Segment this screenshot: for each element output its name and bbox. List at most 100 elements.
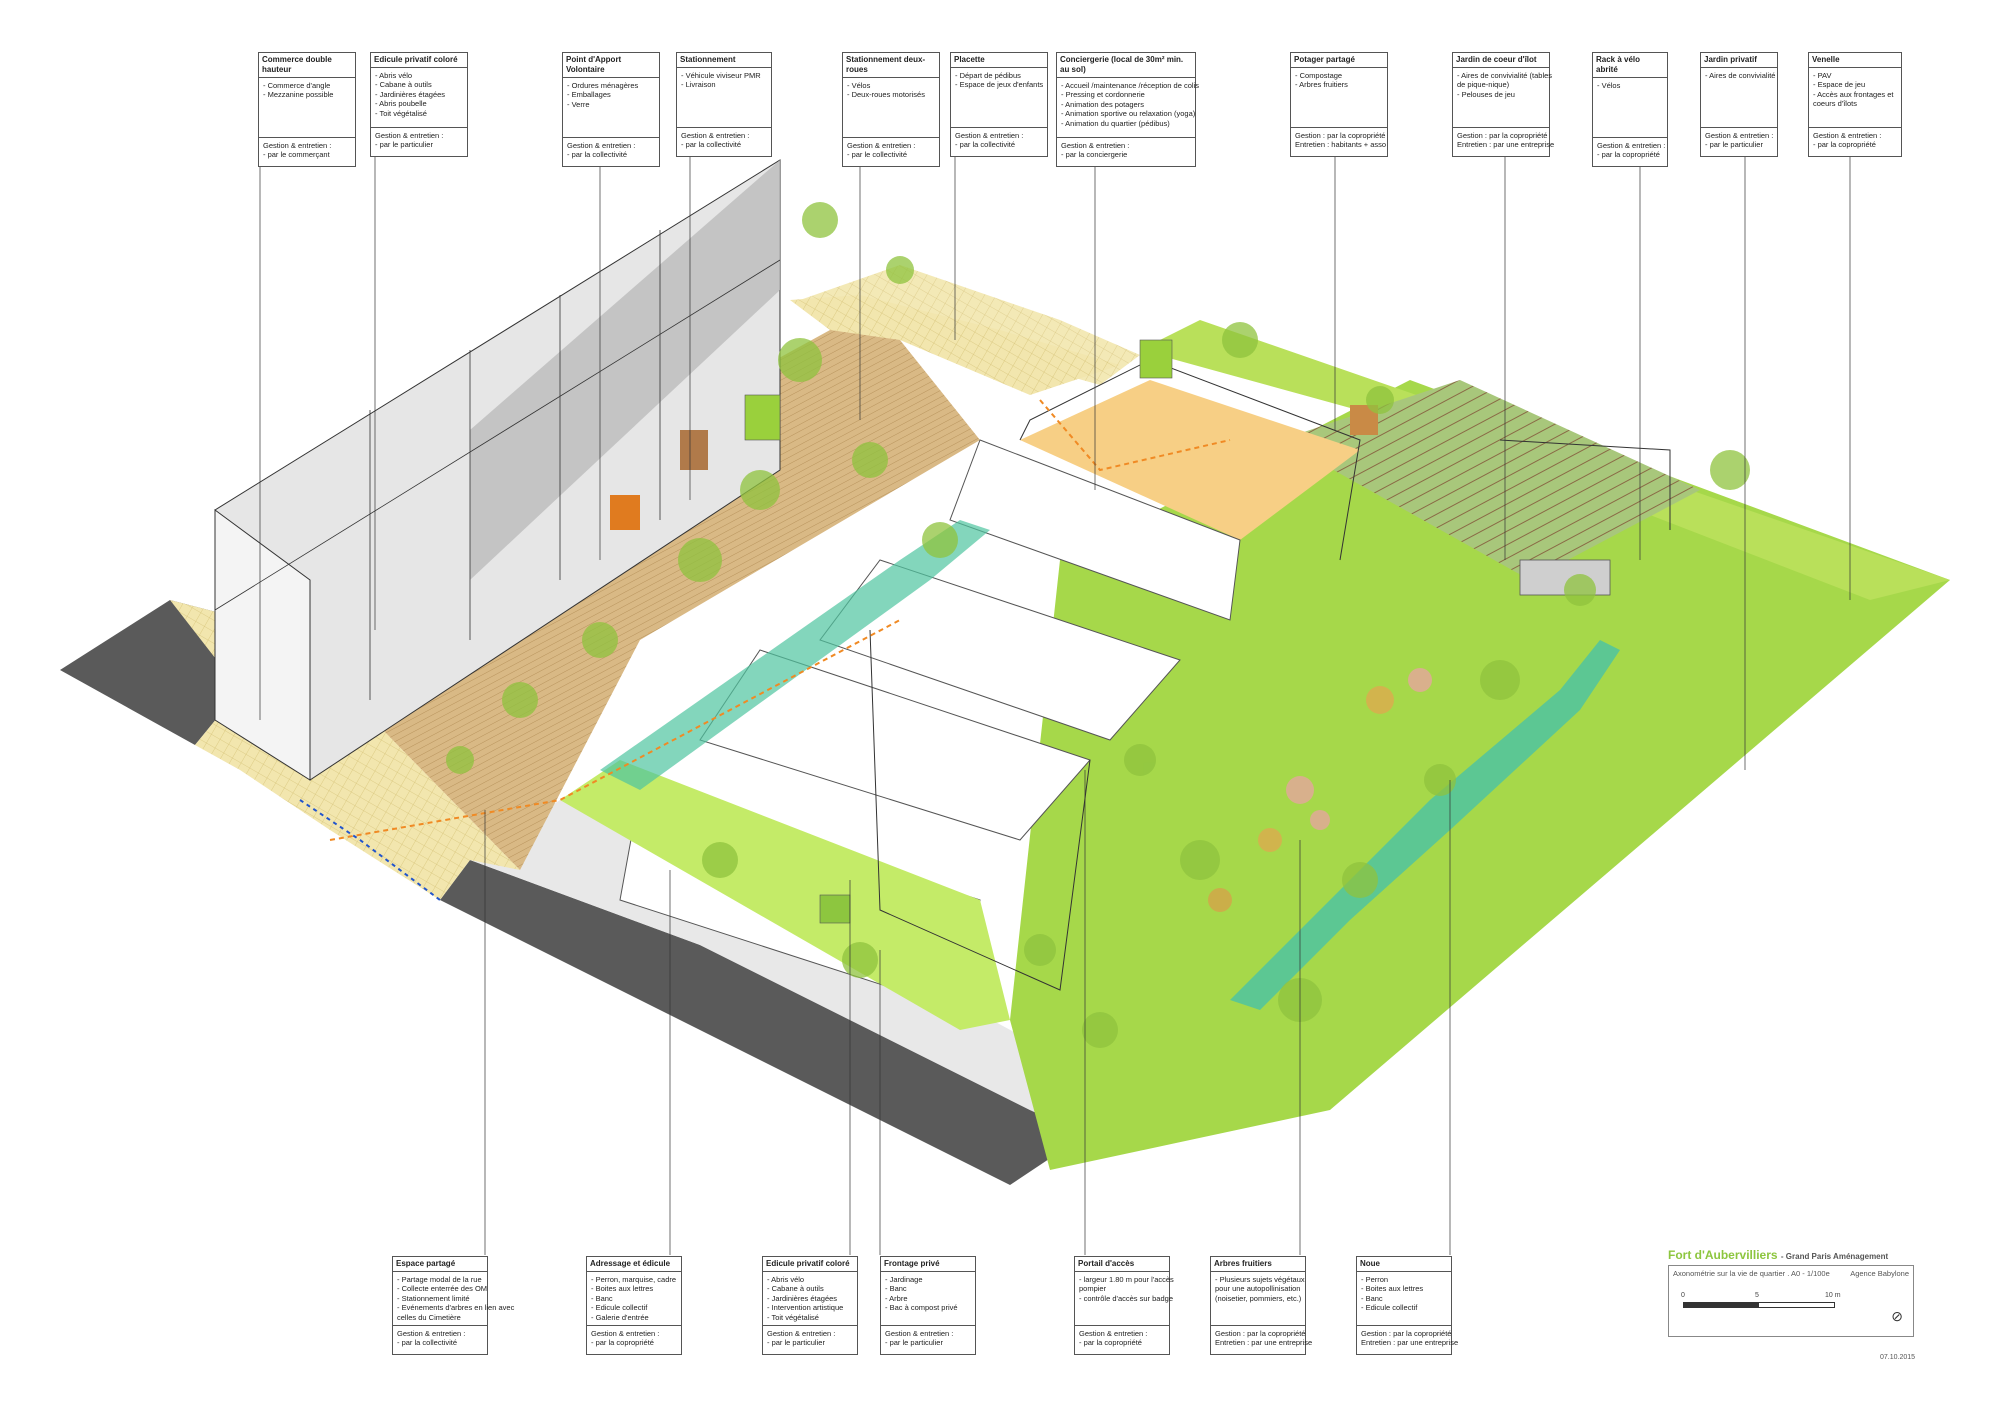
- card-item: - Abris vélo: [767, 1275, 805, 1284]
- card-pav: Point d'Apport Volontaire - Ordures ména…: [562, 52, 660, 167]
- card-item: - Accès aux frontages et: [1813, 89, 1894, 99]
- trees: [446, 202, 1750, 1048]
- card-gestion: - par le collectivité: [847, 150, 908, 160]
- card-item: - Jardinage: [885, 1275, 923, 1284]
- card-item: - Jardinières étagées: [375, 89, 446, 99]
- card-item: - Evénements d'arbres en lien avec: [397, 1303, 515, 1313]
- card-gestion: Gestion & entretien :: [1705, 131, 1774, 140]
- card-gestion: Gestion & entretien :: [591, 1329, 660, 1338]
- card-gestion: - par la collectivité: [397, 1338, 458, 1348]
- card-item: - Toit végétalisé: [375, 108, 427, 118]
- card-item: - Vélos: [1597, 81, 1621, 90]
- card-stationnement-deux-roues: Stationnement deux-roues - Vélos- Deux-r…: [842, 52, 940, 167]
- card-item: - Aires de convivialité: [1705, 71, 1776, 80]
- card-gestion: Gestion & entretien :: [1813, 131, 1882, 140]
- volume-outline-2: [1499, 439, 1671, 530]
- card-item: - Partage modal de la rue: [397, 1275, 482, 1284]
- card-gestion: Gestion & entretien :: [955, 131, 1024, 140]
- card-title: Point d'Apport Volontaire: [563, 53, 659, 78]
- card-item: - Verre: [567, 99, 590, 109]
- card-gestion: - par la copropriété: [1813, 140, 1876, 150]
- card-item: - Edicule collectif: [1361, 1303, 1418, 1313]
- building-floor-line: [214, 259, 781, 611]
- card-rack-velo: Rack à vélo abrité - Vélos Gestion & ent…: [1592, 52, 1668, 167]
- card-item: - Banc: [1361, 1293, 1383, 1303]
- card-stationnement: Stationnement - Véhicule viviseur PMR- L…: [676, 52, 772, 157]
- card-gestion: Gestion & entretien :: [397, 1329, 466, 1338]
- promenade: [285, 310, 980, 870]
- legend-caption: Axonométrie sur la vie de quartier . A0 …: [1673, 1269, 1830, 1278]
- scale-bar: [1683, 1302, 1835, 1308]
- card-item: - Arbres fruitiers: [1295, 80, 1348, 90]
- scale-tick: 10 m: [1825, 1292, 1841, 1299]
- card-gestion: Gestion & entretien :: [681, 131, 750, 140]
- frontage-lawn: [560, 760, 1010, 1030]
- card-gestion: Entretien : par une entreprise: [1361, 1338, 1459, 1348]
- card-item: - Pelouses de jeu: [1457, 89, 1515, 99]
- card-item: - Commerce d'angle: [263, 81, 331, 90]
- card-item: - Emballages: [567, 90, 611, 100]
- card-item: - Boites aux lettres: [591, 1284, 654, 1294]
- card-title: Jardin privatif: [1701, 53, 1777, 68]
- card-gestion: Entretien : par une entreprise: [1215, 1338, 1313, 1348]
- card-title: Edicule privatif coloré: [371, 53, 467, 68]
- road-bottom: [440, 860, 1085, 1185]
- card-gestion: Gestion & entretien :: [767, 1329, 836, 1338]
- card-portail: Portail d'accès - largeur 1.80 m pour l'…: [1074, 1256, 1174, 1355]
- card-gestion: - par le particulier: [885, 1338, 943, 1348]
- card-item: - Perron, marquise, cadre: [591, 1275, 677, 1284]
- edicule-green-roof-1: [744, 394, 781, 441]
- card-gestion: Gestion & entretien :: [1079, 1329, 1148, 1338]
- card-gestion: Gestion : par la copropriété: [1295, 131, 1386, 140]
- card-title: Stationnement deux-roues: [843, 53, 939, 78]
- card-gestion: - par la copropriété: [1079, 1338, 1142, 1348]
- card-item: - Intervention artistique: [767, 1303, 844, 1313]
- card-gestion: - par la collectivité: [681, 140, 742, 150]
- card-jardin-privatif: Jardin privatif - Aires de convivialité …: [1700, 52, 1778, 157]
- card-item: - Collecte enterrée des OM: [397, 1284, 488, 1294]
- card-item: - Animation sportive ou relaxation (yoga…: [1061, 109, 1196, 119]
- card-gestion: - par la collectivité: [955, 140, 1016, 150]
- legend-box: Axonométrie sur la vie de quartier . A0 …: [1668, 1265, 1914, 1337]
- leader-lines-top: [259, 145, 1851, 770]
- path-blue: [299, 799, 441, 901]
- card-item: - Espace de jeu: [1813, 80, 1866, 90]
- card-adressage: Adressage et édicule - Perron, marquise,…: [586, 1256, 682, 1355]
- card-item: - Compostage: [1295, 71, 1343, 80]
- card-edicule-bottom: Edicule privatif coloré - Abris vélo- Ca…: [762, 1256, 858, 1355]
- card-edicule-top: Edicule privatif coloré - Abris vélo- Ca…: [370, 52, 468, 157]
- card-gestion: Gestion : par la copropriété: [1457, 131, 1548, 140]
- card-gestion: Gestion & entretien :: [567, 141, 636, 150]
- card-gestion: - par la copropriété: [1597, 150, 1660, 160]
- card-gestion: - par le commerçant: [263, 150, 330, 160]
- card-item: - Aires de convivialité (tables: [1457, 71, 1553, 80]
- card-espace-partage: Espace partagé - Partage modal de la rue…: [392, 1256, 515, 1355]
- card-item: - Banc: [591, 1293, 613, 1303]
- card-placette: Placette - Départ de pédibus- Espace de …: [950, 52, 1048, 157]
- date-stamp: 07.10.2015: [1880, 1354, 1916, 1361]
- leader-lines-bottom: [484, 770, 1451, 1255]
- edicule-green-roof-2: [1139, 339, 1173, 379]
- card-item: pompier: [1079, 1284, 1107, 1294]
- noue: [1230, 640, 1620, 1010]
- card-arbres-fruitiers: Arbres fruitiers - Plusieurs sujets végé…: [1210, 1256, 1313, 1355]
- card-item: - Mezzanine possible: [263, 90, 334, 100]
- card-item: (noisetier, pommiers, etc.): [1215, 1293, 1302, 1303]
- card-gestion: Gestion & entretien :: [885, 1329, 954, 1338]
- card-item: - Deux-roues motorisés: [847, 90, 925, 100]
- path-orange-1: [1039, 399, 1231, 472]
- card-item: - Boites aux lettres: [1361, 1284, 1424, 1294]
- card-frontage: Frontage privé - Jardinage- Banc- Arbre-…: [880, 1256, 976, 1355]
- card-item: - Espace de jeux d'enfants: [955, 80, 1044, 90]
- card-title: Portail d'accès: [1075, 1257, 1169, 1272]
- card-gestion: Entretien : par une entreprise: [1457, 140, 1555, 150]
- card-gestion: Gestion : par la copropriété: [1215, 1329, 1306, 1338]
- card-item: de pique-nique): [1457, 80, 1510, 90]
- edicule-brown-1: [680, 430, 708, 470]
- card-item: pour une autopollinisation: [1215, 1284, 1301, 1294]
- card-item: - PAV: [1813, 71, 1832, 80]
- card-item: - contrôle d'accès sur badge: [1079, 1293, 1173, 1303]
- vegetable-garden: [1280, 380, 1700, 580]
- card-item: - Abris vélo: [375, 71, 413, 80]
